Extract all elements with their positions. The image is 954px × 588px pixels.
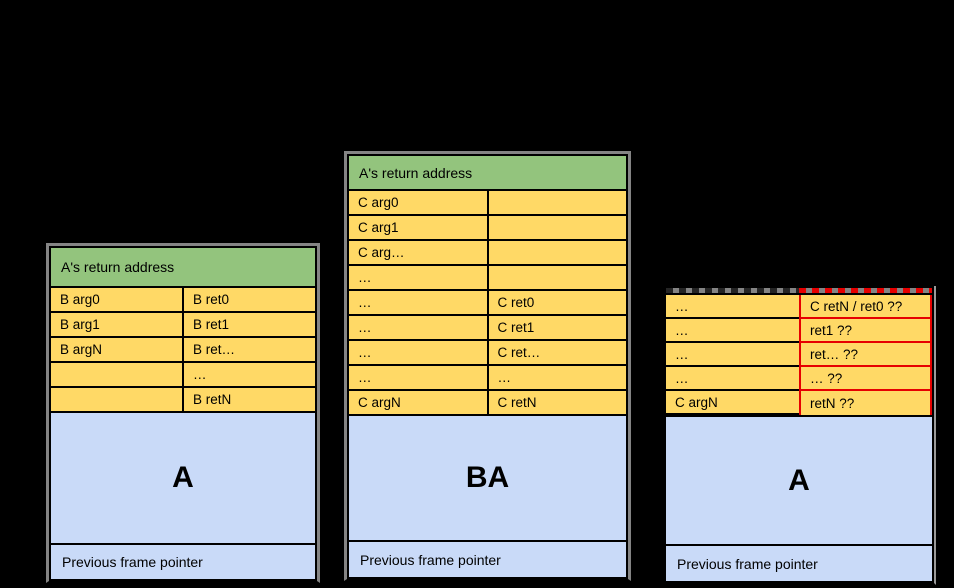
stack-cell: …	[349, 341, 487, 364]
stack-frame-left: A's return address B arg0 B ret0 B arg1 …	[46, 243, 320, 583]
stack-cell: …	[666, 319, 799, 343]
stack-cell: …	[666, 343, 799, 367]
stack-cell: C ret0	[488, 291, 626, 314]
stack-cell: B arg1	[51, 313, 182, 336]
clobbered-stack-cell: ret… ??	[799, 343, 932, 367]
stack-rows: C arg0 C arg1 C arg… … … C ret0 … C ret1…	[349, 191, 626, 414]
stack-cell: …	[349, 291, 487, 314]
dashed-boundary-red	[799, 288, 932, 293]
stack-cell: C arg0	[349, 191, 487, 214]
stack-cell: C argN	[666, 391, 799, 415]
stack-cell: …	[184, 363, 315, 386]
previous-frame-pointer-cell: Previous frame pointer	[666, 546, 932, 581]
stack-cell: …	[349, 366, 487, 389]
dashed-boundary-black	[666, 288, 799, 293]
stack-cell: B ret0	[184, 288, 315, 311]
stack-rows: B arg0 B ret0 B arg1 B ret1 B argN B ret…	[51, 288, 315, 411]
stack-cell	[51, 363, 182, 386]
stack-cell: …	[349, 266, 487, 289]
previous-frame-pointer-cell: Previous frame pointer	[349, 542, 626, 577]
stack-cell: C argN	[349, 391, 487, 414]
stack-cell: C arg1	[349, 216, 487, 239]
stack-cell	[51, 388, 182, 411]
stack-cell: B ret1	[184, 313, 315, 336]
stack-cell: …	[488, 366, 626, 389]
clobbered-stack-cell: retN ??	[799, 391, 932, 415]
stack-cell: C ret…	[488, 341, 626, 364]
clobbered-stack-cell: C retN / ret0 ??	[799, 295, 932, 319]
stack-cell: B ret…	[184, 338, 315, 361]
stack-cell: …	[349, 316, 487, 339]
dashed-frame-boundary	[666, 288, 932, 293]
stack-frame-right: … C retN / ret0 ?? … ret1 ?? … ret… ?? ……	[662, 286, 936, 585]
stack-cell: …	[666, 367, 799, 391]
stack-rows: … C retN / ret0 ?? … ret1 ?? … ret… ?? ……	[666, 295, 932, 415]
frame-region-label: A	[666, 417, 932, 544]
stack-frame-middle: A's return address C arg0 C arg1 C arg… …	[344, 151, 631, 581]
frame-region-label: A	[51, 413, 315, 543]
return-address-header: A's return address	[51, 248, 315, 286]
stack-cell	[488, 191, 626, 214]
stack-cell: C ret1	[488, 316, 626, 339]
stack-cell: B argN	[51, 338, 182, 361]
stack-cell	[488, 266, 626, 289]
stack-cell: …	[666, 295, 799, 319]
return-address-header: A's return address	[349, 156, 626, 189]
clobbered-stack-cell: ret1 ??	[799, 319, 932, 343]
stack-cell: B arg0	[51, 288, 182, 311]
stack-cell	[488, 241, 626, 264]
previous-frame-pointer-cell: Previous frame pointer	[51, 545, 315, 579]
stack-cell: C retN	[488, 391, 626, 414]
clobbered-stack-cell: … ??	[799, 367, 932, 391]
stack-cell: B retN	[184, 388, 315, 411]
stack-cell: C arg…	[349, 241, 487, 264]
frame-region-label: BA	[349, 416, 626, 540]
stack-cell	[488, 216, 626, 239]
